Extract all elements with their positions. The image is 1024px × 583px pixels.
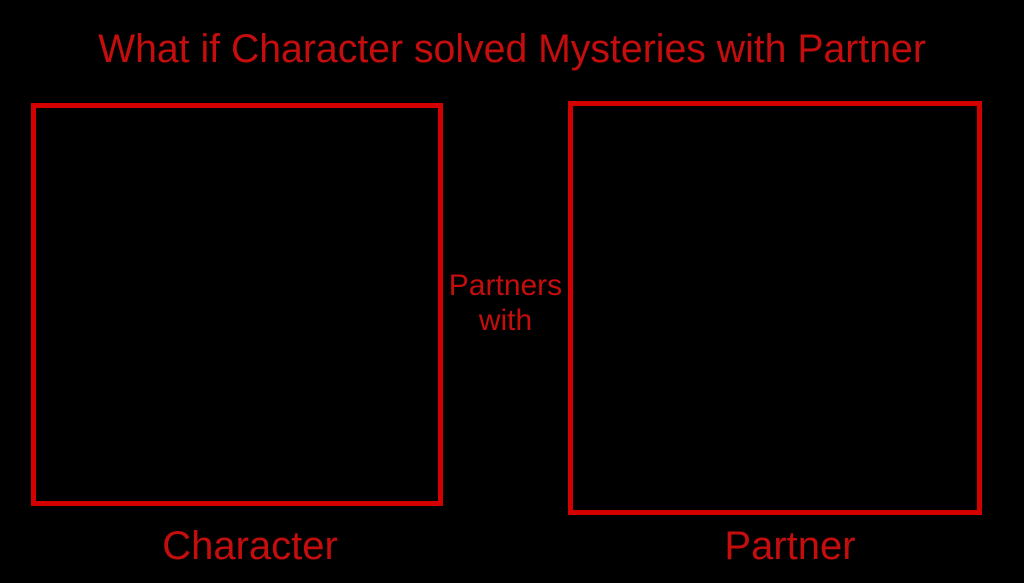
left-image-placeholder-box	[31, 103, 443, 506]
right-box-label: Partner	[724, 524, 856, 568]
meme-title: What if Character solved Mysteries with …	[98, 27, 926, 71]
connector-text-line-2: with	[478, 304, 533, 337]
connector-text-line-1: Partners	[448, 269, 563, 302]
connector-text: Partners with	[443, 268, 568, 338]
left-box-label: Character	[162, 524, 338, 568]
right-image-placeholder-box	[568, 101, 982, 515]
